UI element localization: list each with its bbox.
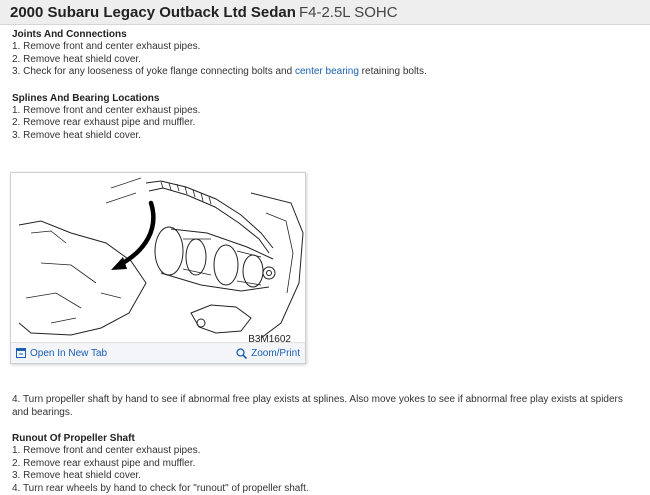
open-tab-icon [16,348,26,358]
joints-step-1: 1. Remove front and center exhaust pipes… [12,41,638,54]
joints-step-3: 3. Check for any looseness of yoke flang… [12,66,638,79]
runout-step-2: 2. Remove rear exhaust pipe and muffler. [12,458,638,471]
runout-heading: Runout Of Propeller Shaft [12,433,638,445]
zoom-print-label: Zoom/Print [251,348,300,359]
joints-step-3-tail: retaining bolts. [359,66,427,77]
joints-step-3-text: 3. Check for any looseness of yoke flang… [12,66,295,77]
open-new-tab-button[interactable]: Open In New Tab [16,348,107,359]
runout-step-1: 1. Remove front and center exhaust pipes… [12,445,638,458]
runout-step-4: 4. Turn rear wheels by hand to check for… [12,483,638,495]
page-header: 2000 Subaru Legacy Outback Ltd Sedan F4-… [0,0,650,25]
open-new-tab-label: Open In New Tab [30,348,107,359]
figure-toolbar: Open In New Tab Zoom/Print [11,342,305,363]
splines-step-3: 3. Remove heat shield cover. [12,130,638,143]
joints-heading: Joints And Connections [12,29,638,41]
splines-step-1: 1. Remove front and center exhaust pipes… [12,105,638,118]
propeller-shaft-figure: B3M1602 Open In New Tab Zoom/Print [10,172,306,364]
runout-step-3: 3. Remove heat shield cover. [12,470,638,483]
center-bearing-link[interactable]: center bearing [295,66,359,77]
zoom-icon [236,348,247,359]
main-content: Joints And Connections 1. Remove front a… [0,25,650,495]
vehicle-title: 2000 Subaru Legacy Outback Ltd Sedan [10,4,296,21]
splines-step-2: 2. Remove rear exhaust pipe and muffler. [12,117,638,130]
splines-heading: Splines And Bearing Locations [12,93,638,105]
engine-label: F4-2.5L SOHC [299,4,398,21]
propeller-shaft-illustration [11,173,305,343]
splines-step-4: 4. Turn propeller shaft by hand to see i… [12,394,638,419]
joints-step-2: 2. Remove heat shield cover. [12,54,638,67]
zoom-print-button[interactable]: Zoom/Print [236,348,300,359]
